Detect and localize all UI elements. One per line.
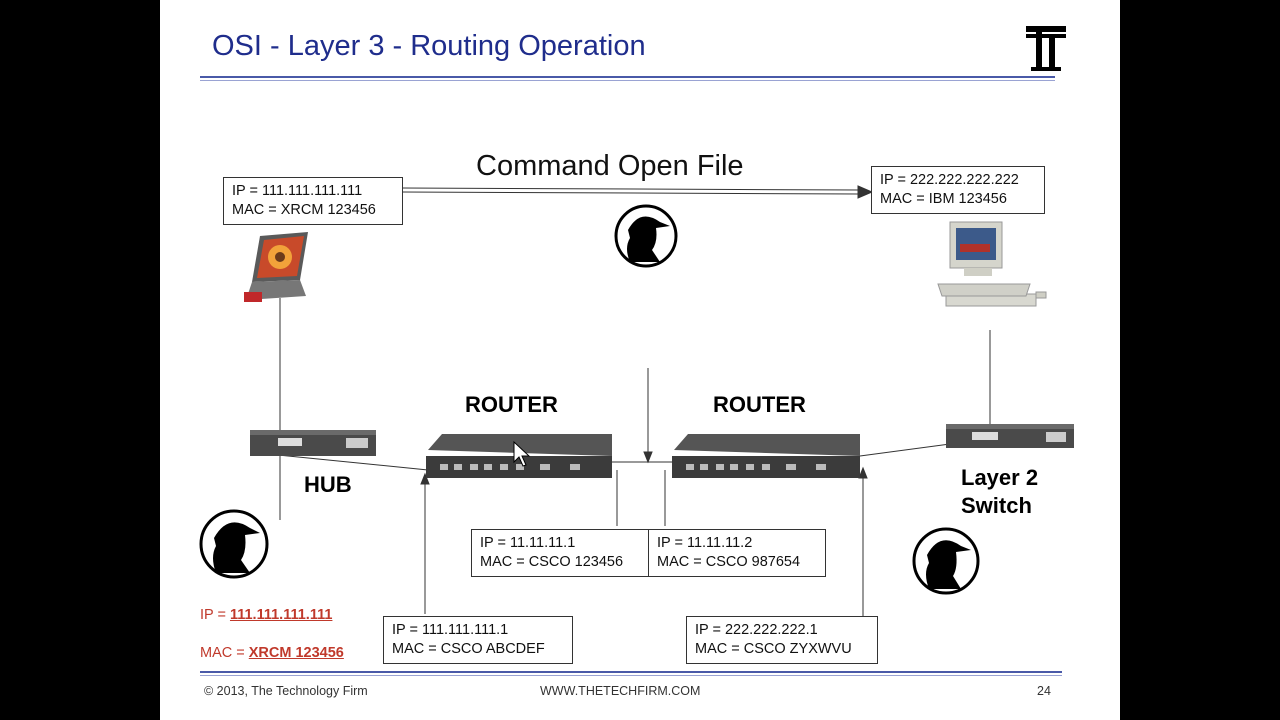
footer-website: WWW.THETECHFIRM.COM xyxy=(540,684,701,698)
right-router-wan-mac: MAC = CSCO 987654 xyxy=(657,554,801,570)
switch-label-line1: Layer 2 xyxy=(961,465,1039,490)
slide: OSI - Layer 3 - Routing Operation xyxy=(160,0,1120,720)
hub-to-router-line xyxy=(277,454,429,471)
switch-device-icon xyxy=(946,424,1074,448)
captured-mac-text: MAC = XRCM 123456 xyxy=(200,645,344,661)
right-router-label: ROUTER xyxy=(713,392,806,417)
captured-mac-prefix: MAC = xyxy=(200,645,249,661)
title-rule-thin xyxy=(200,80,1055,81)
right-router-wan-ip: IP = 11.11.11.2 xyxy=(657,535,753,551)
captured-ip-value: 111.111.111.111 xyxy=(229,607,333,623)
sniffer-detective-icon xyxy=(199,509,269,579)
title-rule xyxy=(200,76,1055,78)
dest-host-address-box: IP = 222.222.222.222 MAC = IBM 123456 xyxy=(871,166,1045,214)
right-router-wan-port-box: IP = 11.11.11.2 MAC = CSCO 987654 xyxy=(648,529,826,577)
right-router-lan-mac: MAC = CSCO ZYXWVU xyxy=(695,641,852,657)
hub-label: HUB xyxy=(304,472,352,497)
router-to-switch-line xyxy=(859,443,951,457)
left-router-label: ROUTER xyxy=(465,392,558,417)
captured-ip-text: IP = 111.111.111.111 xyxy=(200,607,332,623)
tech-firm-logo-icon xyxy=(1026,26,1066,71)
left-router-lan-mac: MAC = CSCO ABCDEF xyxy=(392,641,545,657)
command-label: Command Open File xyxy=(476,150,744,182)
left-router-icon xyxy=(426,434,612,478)
footer-rule-thin xyxy=(200,675,1062,676)
dest-host-ip: IP = 222.222.222.222 xyxy=(880,172,1019,188)
laptop-icon xyxy=(244,232,308,302)
footer-rule xyxy=(200,671,1062,673)
right-router-lan-port-box: IP = 222.222.222.1 MAC = CSCO ZYXWVU xyxy=(686,616,878,664)
source-host-address-box: IP = 111.111.111.111 MAC = XRCM 123456 xyxy=(223,177,403,225)
captured-mac-value: XRCM 123456 xyxy=(248,645,344,661)
lan-left-arrow-head xyxy=(420,472,430,485)
lan-right-arrow-head xyxy=(858,466,868,479)
right-router-icon xyxy=(672,434,860,478)
wan-down-arrow-head xyxy=(643,451,653,464)
right-router-lan-ip: IP = 222.222.222.1 xyxy=(695,622,818,638)
source-host-mac: MAC = XRCM 123456 xyxy=(232,202,376,218)
left-router-wan-ip: IP = 11.11.11.1 xyxy=(480,535,576,551)
mouse-cursor-icon xyxy=(513,440,531,467)
left-router-lan-ip: IP = 111.111.111.1 xyxy=(392,622,509,638)
left-router-wan-port-box: IP = 11.11.11.1 MAC = CSCO 123456 xyxy=(471,529,649,577)
captured-ip-prefix: IP = xyxy=(200,607,230,623)
switch-label: Layer 2 Switch xyxy=(961,464,1038,520)
desktop-pc-icon xyxy=(937,221,1047,307)
sniffer-detective-icon xyxy=(614,204,678,268)
footer-page-number: 24 xyxy=(1037,684,1051,698)
left-router-lan-port-box: IP = 111.111.111.1 MAC = CSCO ABCDEF xyxy=(383,616,573,664)
sniffer-detective-icon xyxy=(912,527,980,595)
network-diagram xyxy=(199,185,1074,616)
dest-host-mac: MAC = IBM 123456 xyxy=(880,191,1007,207)
switch-label-line2: Switch xyxy=(961,493,1032,518)
source-host-ip: IP = 111.111.111.111 xyxy=(232,183,363,199)
hub-device-icon xyxy=(250,430,376,456)
slide-title: OSI - Layer 3 - Routing Operation xyxy=(212,30,646,62)
command-arrow xyxy=(401,185,874,199)
footer-copyright: © 2013, The Technology Firm xyxy=(204,684,368,698)
left-router-wan-mac: MAC = CSCO 123456 xyxy=(480,554,624,570)
